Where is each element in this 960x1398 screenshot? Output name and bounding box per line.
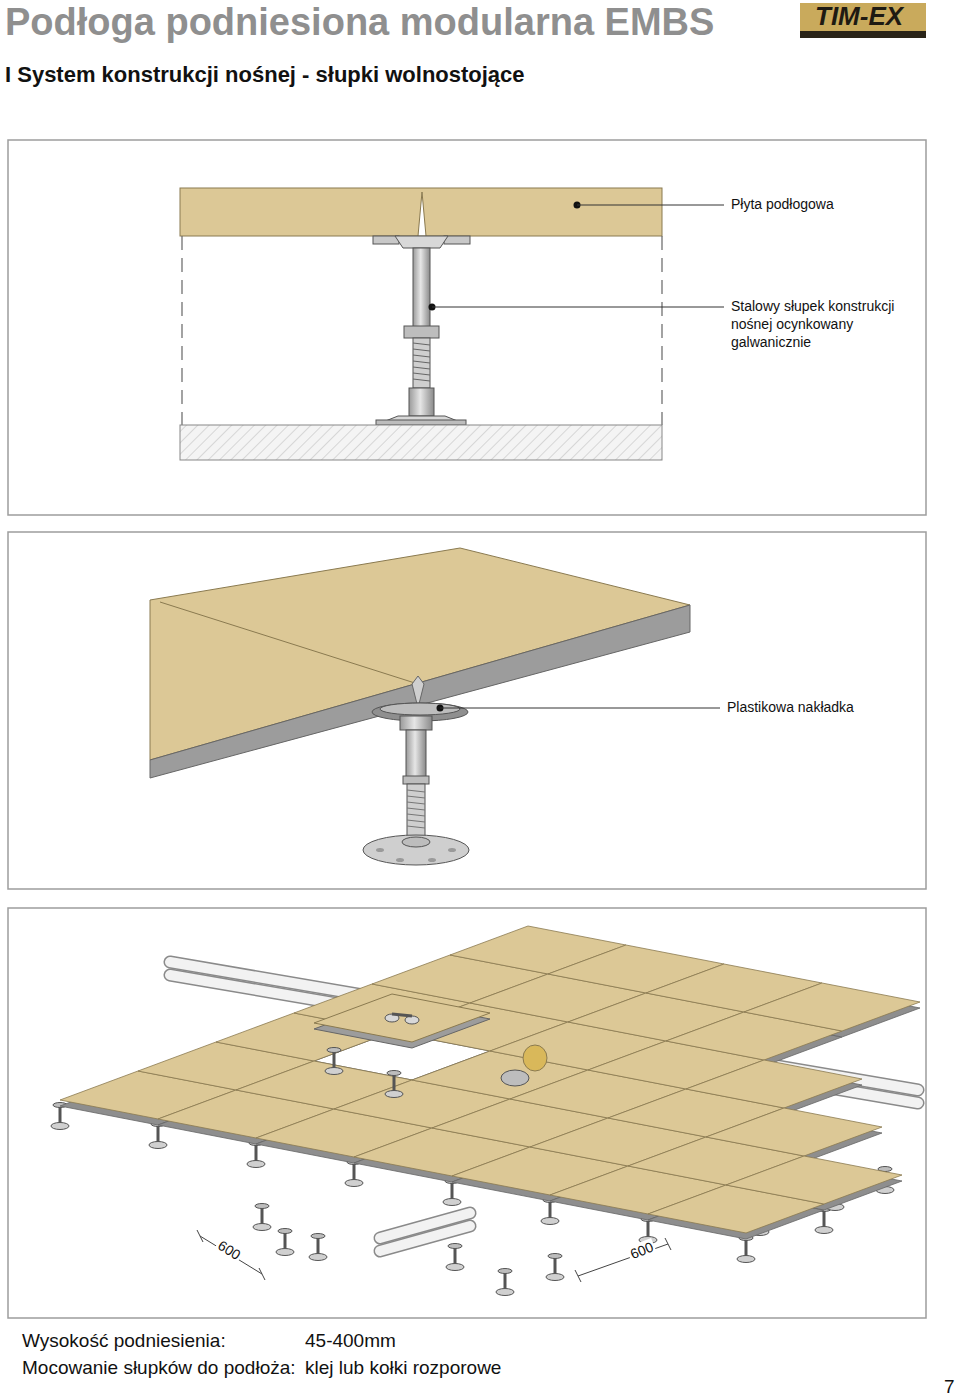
panel-frames [8, 140, 926, 1318]
pedestal [276, 1229, 294, 1256]
spec-name: Wysokość podniesienia: [22, 1330, 226, 1353]
cable-outlet [501, 1070, 529, 1086]
spec-value: klej lub kołki rozporowe [305, 1357, 501, 1380]
cable-pipe [380, 1226, 470, 1251]
dimension-line [200, 1236, 262, 1274]
page-number: 7 [944, 1376, 955, 1398]
logo-text: TIM-EX [815, 1, 903, 32]
dimension-tick [197, 1230, 203, 1242]
pedestal [253, 1204, 271, 1231]
suction-lifter [392, 1014, 412, 1016]
pedestal [325, 1048, 343, 1075]
suction-lifter [405, 1016, 419, 1024]
part-label: Płyta podłogowa [731, 196, 834, 213]
dimension-tick [665, 1238, 671, 1250]
outlet-lid [523, 1045, 547, 1071]
spec-name: Mocowanie słupków do podłoża: [22, 1357, 296, 1380]
lifted-tile [314, 994, 490, 1042]
pedestal [446, 1244, 464, 1271]
cable-pipe [380, 1226, 470, 1251]
floor-assembly [51, 926, 920, 1296]
dimension: 600 [626, 1238, 658, 1264]
subtitle: I System konstrukcji nośnej - słupki wol… [5, 62, 525, 88]
dimension: 600 [213, 1236, 245, 1265]
pedestal [309, 1234, 327, 1261]
pedestal [546, 1254, 564, 1281]
floor-tile [706, 1108, 882, 1156]
floor-tile [744, 983, 920, 1031]
pedestal [737, 1236, 755, 1263]
pedestal [385, 1071, 403, 1098]
page-title: Podłoga podniesiona modularna EMBS [5, 0, 714, 46]
dimension-tick [259, 1268, 265, 1280]
perspective-view [150, 548, 720, 865]
pedestal [496, 1269, 514, 1296]
part-label: Plastikowa nakładka [727, 699, 854, 716]
dimension-tick [575, 1270, 581, 1282]
floor-tile [686, 1060, 862, 1108]
section-view [180, 188, 724, 460]
floor-tile [726, 1156, 902, 1204]
part-label: Stalowy słupek konstrukcji nośnej ocynko… [731, 297, 906, 351]
spec-value: 45-400mm [305, 1330, 396, 1353]
